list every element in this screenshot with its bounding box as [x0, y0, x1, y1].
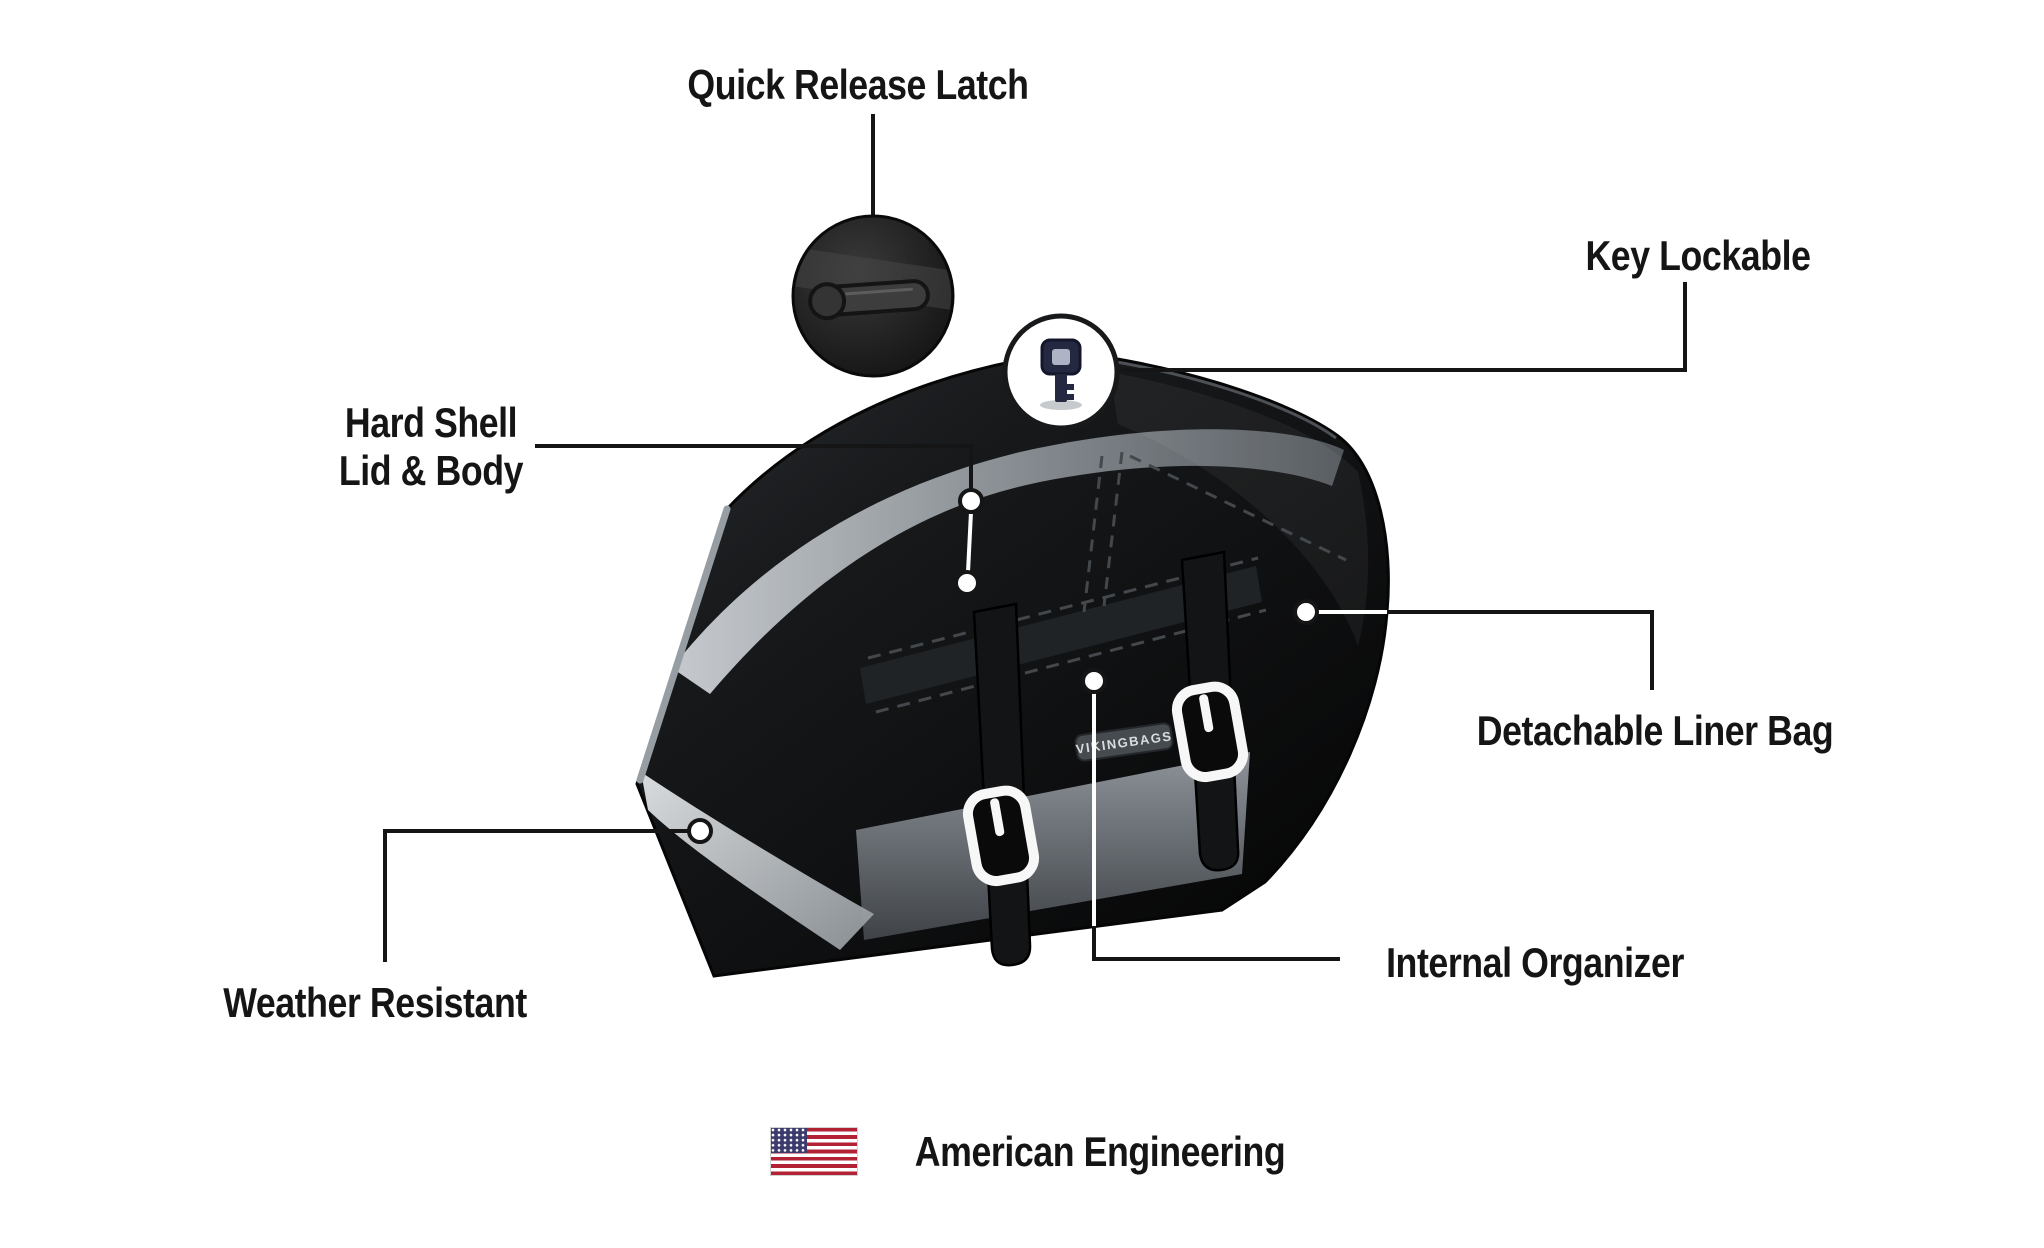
buckle-left-prong: [990, 798, 1005, 837]
latch-lever: [808, 279, 930, 321]
lower-face-panel: [856, 752, 1250, 940]
lid-accent-stripe: [672, 429, 1344, 694]
lid-stitch-vertical-1: [1082, 455, 1104, 613]
callout-dot-hard-shell-lid: [958, 488, 984, 514]
callout-line-hard-shell: [535, 444, 973, 492]
left-edge-highlight: [636, 505, 731, 784]
key-icon: [1040, 338, 1082, 402]
key-lockable-text: Key Lockable: [1585, 232, 1811, 279]
callout-label-quick-release-latch: Quick Release Latch: [620, 61, 1096, 109]
bottom-left-highlight-wedge: [641, 772, 874, 950]
brand-plate: VIKINGBAGS: [1074, 722, 1174, 762]
detachable-liner-bag-text: Detachable Liner Bag: [1476, 707, 1834, 754]
callout-label-weather-resistant: Weather Resistant: [137, 979, 613, 1027]
internal-organizer-text: Internal Organizer: [1386, 939, 1684, 986]
callout-lines: [383, 114, 1687, 962]
key-shaft: [1055, 374, 1067, 402]
callout-line-weather-resistant: [383, 829, 690, 962]
callout-dot-internal-organizer: [1081, 668, 1107, 694]
hard-shell-text-line1: Hard Shell: [344, 399, 518, 446]
key-tooth-1: [1066, 384, 1074, 390]
us-flag-icon: [771, 1128, 857, 1175]
buckle-right-frame: [1171, 681, 1249, 783]
lid-stitch-diagonal: [1129, 454, 1347, 562]
hard-shell-text-line2: Lid & Body: [338, 447, 524, 494]
latch-detail-inset: [791, 214, 955, 378]
buckle-right-prong: [1199, 694, 1214, 733]
american-engineering-text: American Engineering: [914, 1128, 1286, 1175]
callout-label-key-lockable: Key Lockable: [1460, 232, 1936, 280]
callout-line-detachable: [1387, 610, 1654, 690]
callout-label-internal-organizer: Internal Organizer: [1297, 939, 1773, 987]
key-tooth-2: [1066, 394, 1074, 400]
weather-resistant-text: Weather Resistant: [223, 979, 527, 1026]
quick-release-latch-text: Quick Release Latch: [687, 61, 1029, 108]
callout-line-key-lockable: [1121, 282, 1687, 372]
key-base-shadow: [1040, 400, 1082, 410]
american-engineering-label: American Engineering: [862, 1128, 1338, 1176]
buckle-left-frame: [962, 785, 1040, 887]
lid-stitch-vertical-2: [1102, 451, 1124, 607]
lid-seam-band: [860, 566, 1262, 704]
key-head-inner: [1052, 349, 1070, 365]
saddlebag-illustration: VIKINGBAGS: [635, 350, 1390, 978]
gloss-sheen: [1110, 372, 1369, 646]
callout-dot-detachable-liner: [1293, 599, 1319, 625]
key-detail-inset: [1002, 313, 1120, 431]
latch-lever-knob: [808, 282, 847, 321]
callout-label-hard-shell: Hard Shell Lid & Body: [193, 399, 669, 495]
buckle-right: [1171, 681, 1249, 783]
callout-dots: [687, 488, 1319, 844]
callout-line-hard-shell-inner: [966, 511, 973, 573]
callout-label-detachable-liner-bag: Detachable Liner Bag: [1417, 707, 1893, 755]
callout-dot-weather-resistant: [687, 818, 713, 844]
callout-dot-hard-shell-body: [954, 570, 980, 596]
buckle-left: [962, 785, 1040, 887]
callout-line-internal: [1092, 926, 1340, 961]
latch-lever-highlight: [845, 287, 913, 296]
brand-plate-bg: [1074, 722, 1174, 762]
